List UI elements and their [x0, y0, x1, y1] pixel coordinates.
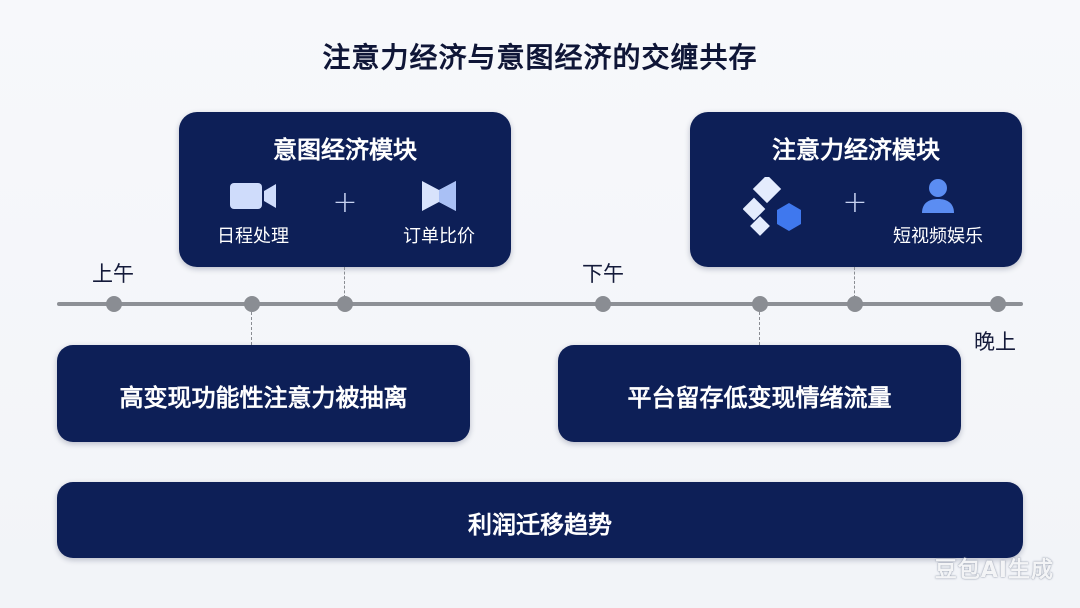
timeline-dot	[847, 296, 863, 312]
attention-module-card: 注意力经济模块 + 短视频娱乐	[690, 112, 1022, 267]
timeline-dot	[244, 296, 260, 312]
intent-module-title: 意图经济模块	[273, 136, 417, 164]
person-icon	[918, 176, 958, 216]
timeline-dot	[106, 296, 122, 312]
short-video-label: 短视频娱乐	[893, 226, 983, 247]
plus-sign: +	[842, 185, 868, 220]
plus-sign: +	[332, 185, 358, 220]
timeline-dot	[752, 296, 768, 312]
timeline-dot	[337, 296, 353, 312]
evening-label: 晚上	[974, 330, 1016, 354]
timeline-axis	[57, 302, 1023, 306]
connector-line	[251, 312, 252, 345]
diamond-hexagon-icon	[742, 176, 808, 242]
schedule-label: 日程处理	[217, 226, 289, 247]
afternoon-label: 下午	[582, 262, 624, 286]
connector-line	[759, 312, 760, 345]
timeline-dot	[990, 296, 1006, 312]
right-outcome-text: 平台留存低变现情绪流量	[627, 384, 892, 412]
attention-module-title: 注意力经济模块	[772, 136, 940, 164]
connector-line	[854, 267, 855, 298]
left-outcome-bar: 高变现功能性注意力被抽离	[57, 345, 470, 442]
morning-label: 上午	[92, 262, 134, 286]
left-outcome-text: 高变现功能性注意力被抽离	[119, 384, 408, 412]
video-camera-icon	[225, 178, 281, 214]
bowtie-icon	[417, 176, 461, 216]
page-title: 注意力经济与意图经济的交缠共存	[322, 41, 758, 74]
profit-trend-bar: 利润迁移趋势	[57, 482, 1023, 558]
intent-module-card: 意图经济模块 日程处理 + 订单比价	[179, 112, 511, 267]
profit-trend-text: 利润迁移趋势	[468, 511, 612, 539]
timeline-dot	[595, 296, 611, 312]
right-outcome-bar: 平台留存低变现情绪流量	[558, 345, 961, 442]
connector-line	[344, 267, 345, 298]
watermark: 豆包AI生成	[934, 558, 1054, 583]
order-compare-label: 订单比价	[403, 226, 475, 247]
